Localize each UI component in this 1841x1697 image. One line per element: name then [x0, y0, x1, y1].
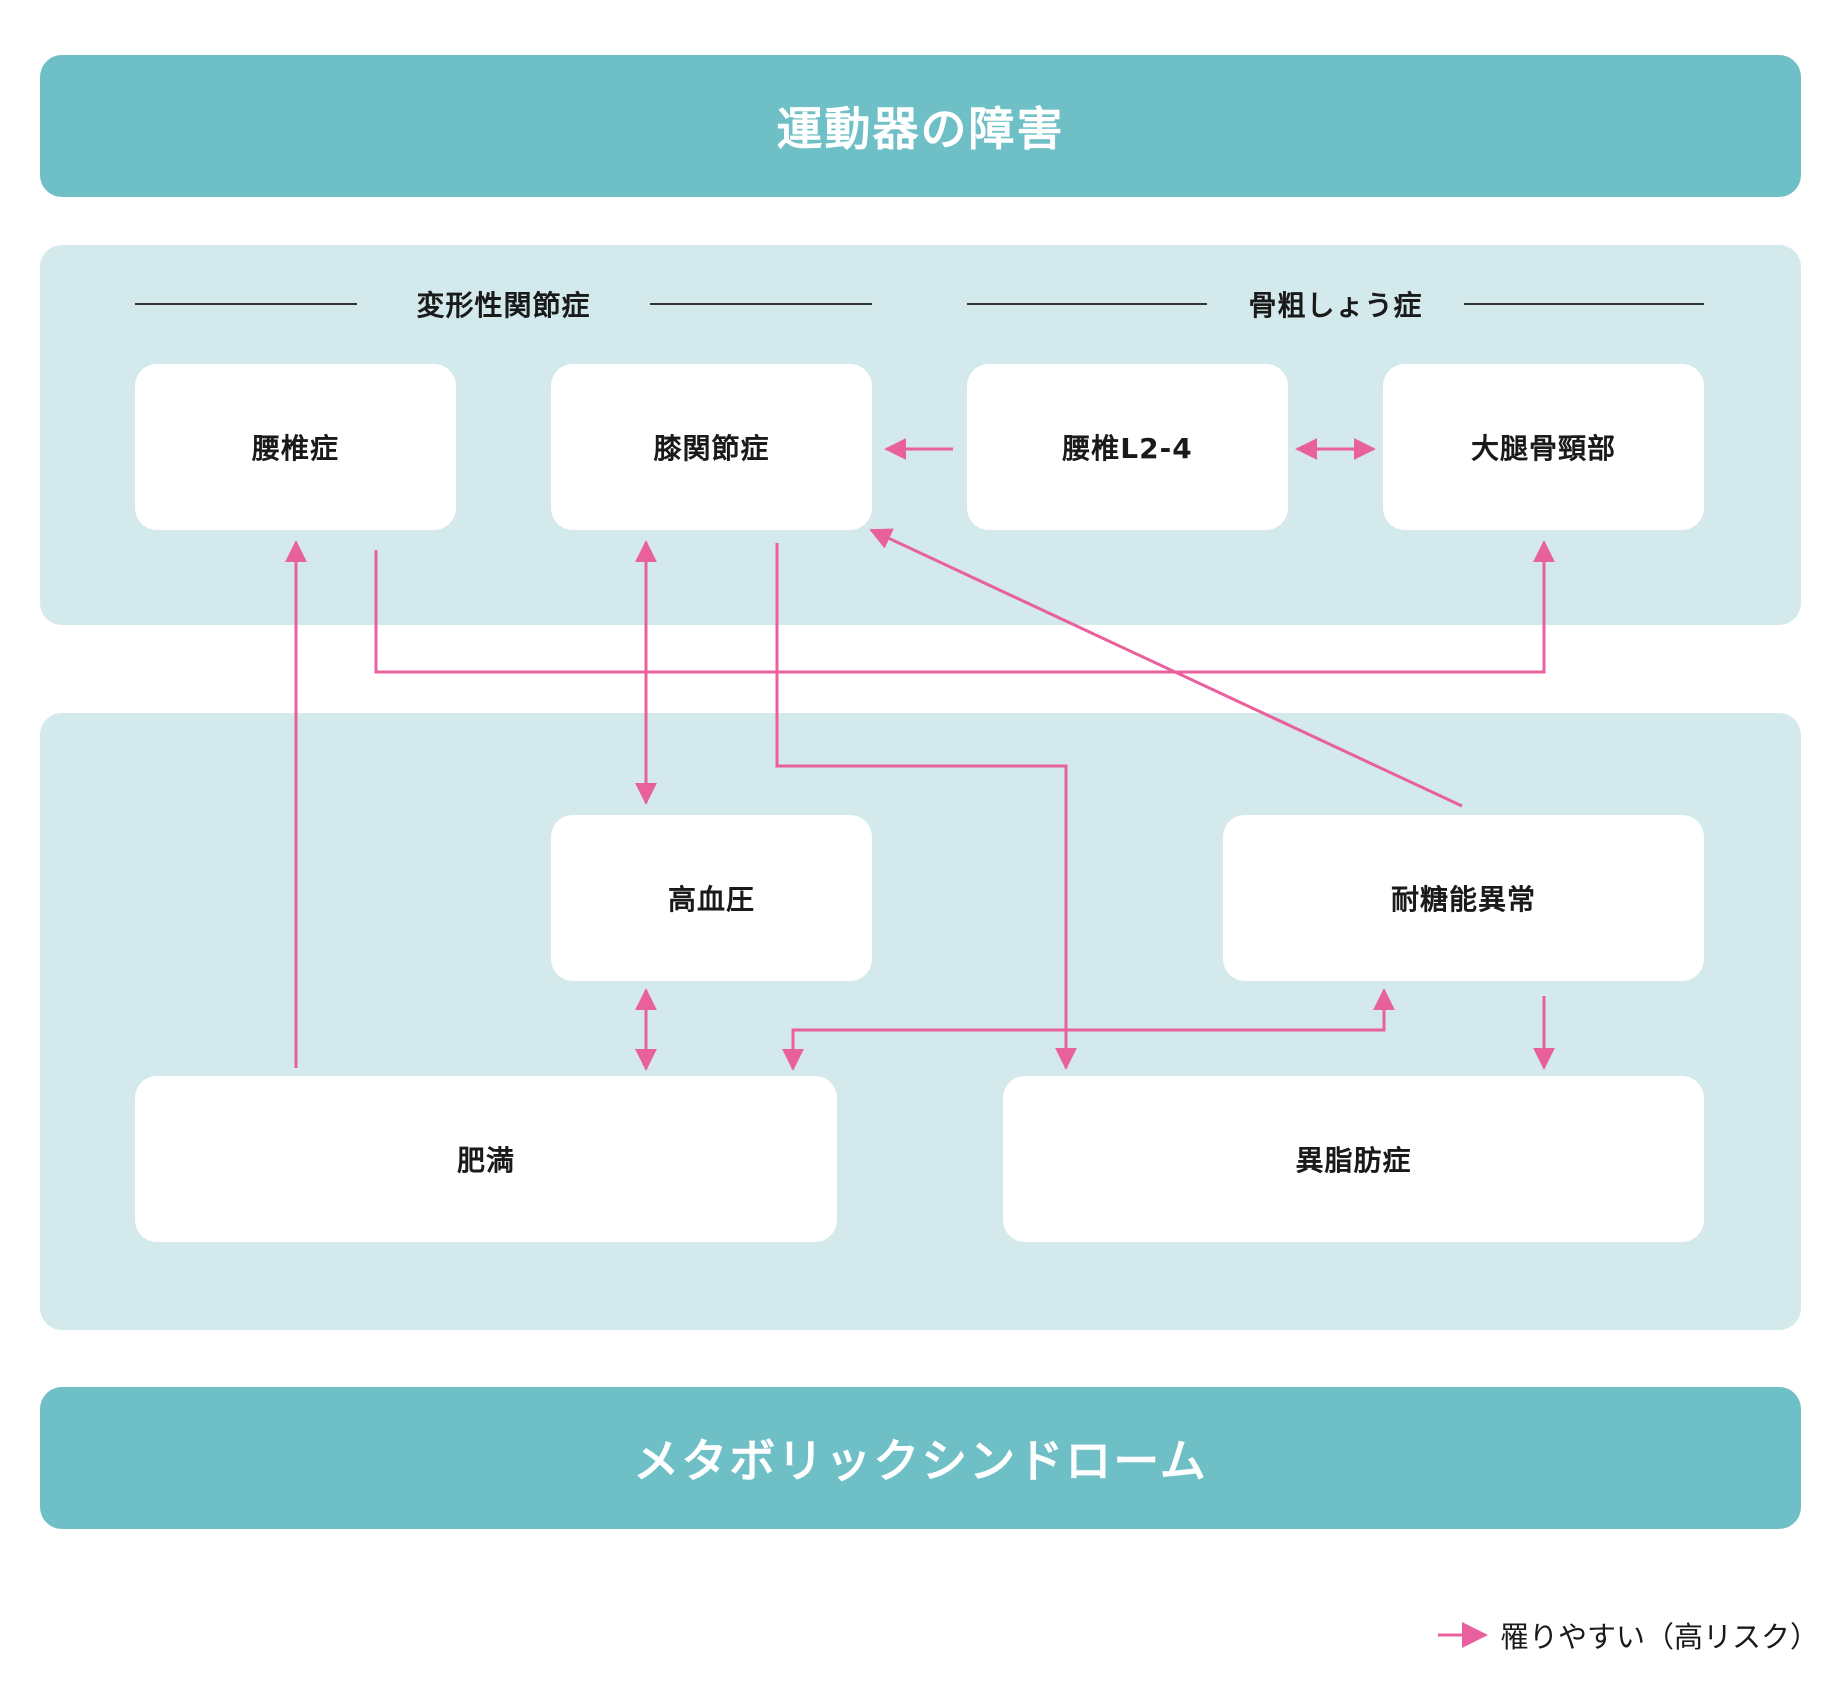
- node-label: 肥満: [456, 1144, 515, 1177]
- osteoporosis-heading-label: 骨粗しょう症: [1248, 289, 1423, 322]
- title-band-label: 運動器の障害: [776, 102, 1065, 156]
- arrow-glucose-to-knee: [869, 528, 1463, 808]
- heading-rule-right: [650, 303, 872, 305]
- osteoporosis-heading: 骨粗しょう症: [967, 282, 1704, 326]
- arrow-lumbar-spondylosis-to-femoral-neck: [374, 540, 1555, 674]
- node-label: 耐糖能異常: [1390, 883, 1536, 916]
- osteoarthritis-heading: 変形性関節症: [135, 282, 872, 326]
- heading-rule-right: [1464, 303, 1704, 305]
- node-knee-osteoarthritis: 膝関節症: [551, 364, 872, 530]
- title-band: 運動器の障害: [40, 55, 1801, 197]
- node-femoral-neck: 大腿骨頸部: [1383, 364, 1704, 530]
- node-hypertension: 高血圧: [551, 815, 872, 981]
- bottom-band: メタボリックシンドローム: [40, 1387, 1801, 1529]
- node-label: 膝関節症: [653, 432, 770, 465]
- node-label: 腰椎L2-4: [1062, 432, 1193, 465]
- heading-rule-left: [967, 303, 1207, 305]
- bottom-band-label: メタボリックシンドローム: [633, 1434, 1208, 1488]
- node-label: 大腿骨頸部: [1470, 432, 1616, 465]
- node-label: 高血圧: [667, 883, 755, 916]
- node-label: 異脂肪症: [1295, 1144, 1412, 1177]
- arrow-obesity-glucose: [782, 988, 1395, 1071]
- arrow-knee-to-dyslipidemia: [775, 543, 1077, 1070]
- node-lumbar-spondylosis: 腰椎症: [135, 364, 456, 530]
- node-label: 腰椎症: [251, 432, 339, 465]
- node-lumbar-l2-4: 腰椎L2-4: [967, 364, 1288, 530]
- legend-label: 罹りやすい（高リスク）: [1500, 1620, 1820, 1654]
- legend: 罹りやすい（高リスク）: [1436, 1610, 1819, 1660]
- osteoarthritis-heading-label: 変形性関節症: [416, 289, 591, 322]
- node-obesity: 肥満: [135, 1076, 837, 1242]
- node-dyslipidemia: 異脂肪症: [1003, 1076, 1704, 1242]
- heading-rule-left: [135, 303, 357, 305]
- legend-arrow-icon: [1438, 1622, 1488, 1648]
- node-glucose-intolerance: 耐糖能異常: [1223, 815, 1704, 981]
